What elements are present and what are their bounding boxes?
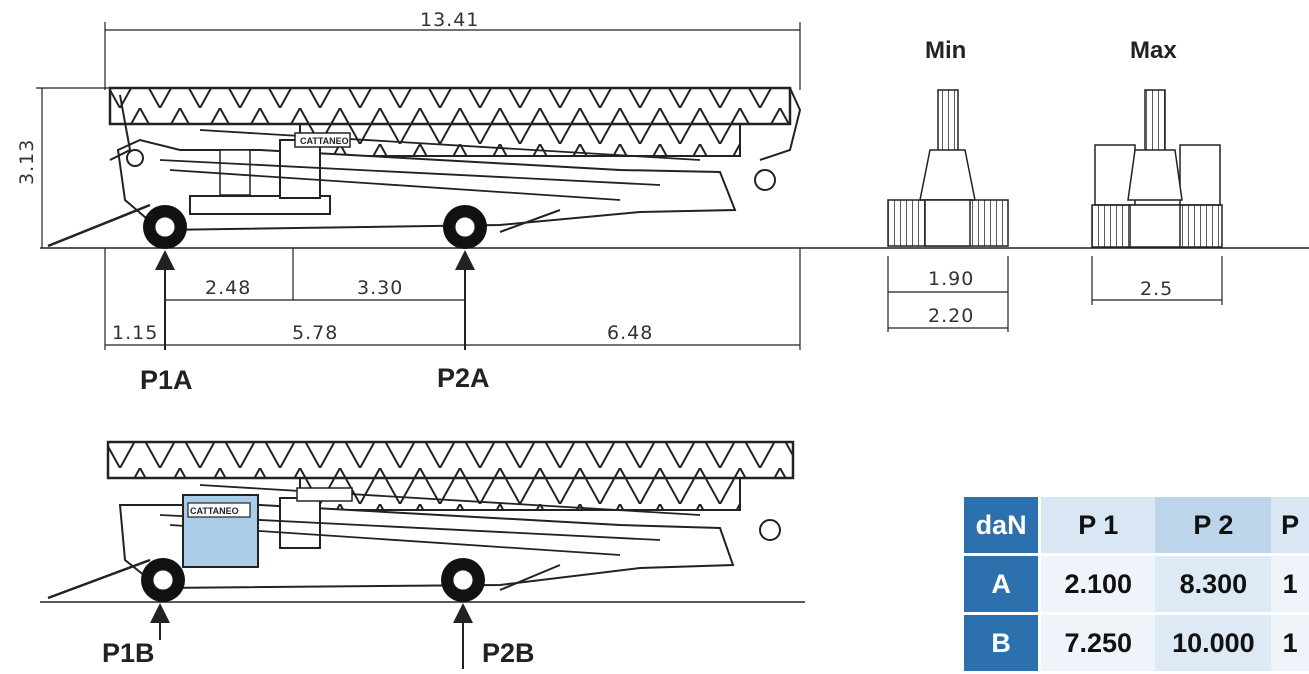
load-table-row-label: A — [964, 554, 1042, 615]
load-table-cell: 8.300 — [1155, 554, 1272, 615]
dim-front-to-axle1: 1.15 — [112, 322, 158, 344]
label-min: Min — [925, 37, 966, 64]
crane-side-view-transport-a: CATTANEO — [40, 86, 1309, 249]
dim-mid-to-axle2: 3.30 — [357, 277, 403, 299]
label-max: Max — [1130, 37, 1177, 64]
load-table-row-b: B 7.250 10.000 1 — [964, 613, 1309, 674]
load-table-cell: 1 — [1271, 554, 1309, 615]
label-p2b: P2B — [482, 638, 535, 668]
load-table-header-row: daN P 1 P 2 P — [964, 497, 1309, 556]
wheel-front-b — [141, 558, 185, 602]
label-p2a: P2A — [437, 363, 490, 393]
load-table-col-p2: P 2 — [1155, 497, 1272, 556]
load-table-row-a: A 2.100 8.300 1 — [964, 554, 1309, 615]
dim-overall-length: 13.41 — [104, 9, 801, 90]
dim-track-max: 2.5 — [1140, 278, 1173, 300]
jib-lattice — [108, 86, 792, 126]
load-table-unit: daN — [964, 497, 1042, 556]
wheel-rear-a — [443, 205, 487, 249]
load-table-cell: 2.100 — [1039, 554, 1156, 615]
load-table-row-label: B — [964, 613, 1042, 674]
load-table: daN P 1 P 2 P A 2.100 8.300 1 B 7.250 10… — [964, 497, 1309, 674]
dim-axle1-to-mid: 2.48 — [205, 277, 251, 299]
load-arrows-b: P1B P2B — [102, 603, 535, 669]
load-table-col-p1: P 1 — [1039, 497, 1156, 556]
dim-track-min-outer: 2.20 — [928, 305, 974, 327]
dim-rear-overhang: 6.48 — [607, 322, 653, 344]
brand-logo-panel: CATTANEO — [190, 506, 239, 516]
dim-overall-length-label: 13.41 — [420, 9, 479, 31]
wheel-rear-b — [441, 558, 485, 602]
dim-axle-base: 5.78 — [292, 322, 338, 344]
front-view-max: Max 2.5 — [1091, 37, 1223, 305]
brand-logo-top: CATTANEO — [300, 136, 349, 146]
dim-track-min-inner: 1.90 — [928, 268, 974, 290]
load-table-col-p3: P — [1271, 497, 1309, 556]
load-table-cell: 7.250 — [1039, 613, 1156, 674]
front-view-min: Min 1.90 2.20 — [887, 37, 1009, 332]
wheel-front-a — [143, 205, 187, 249]
dim-height-label: 3.13 — [16, 139, 38, 185]
label-p1b: P1B — [102, 638, 155, 668]
dim-height: 3.13 — [16, 87, 110, 248]
dim-axle-spacing: 2.48 3.30 1.15 5.78 6.48 — [104, 248, 801, 350]
crane-side-view-transport-b: CATTANEO — [40, 440, 805, 603]
load-arrows-a: P1A P2A — [140, 250, 490, 395]
load-table-cell: 10.000 — [1155, 613, 1272, 674]
label-p1a: P1A — [140, 365, 193, 395]
load-table-cell: 1 — [1271, 613, 1309, 674]
